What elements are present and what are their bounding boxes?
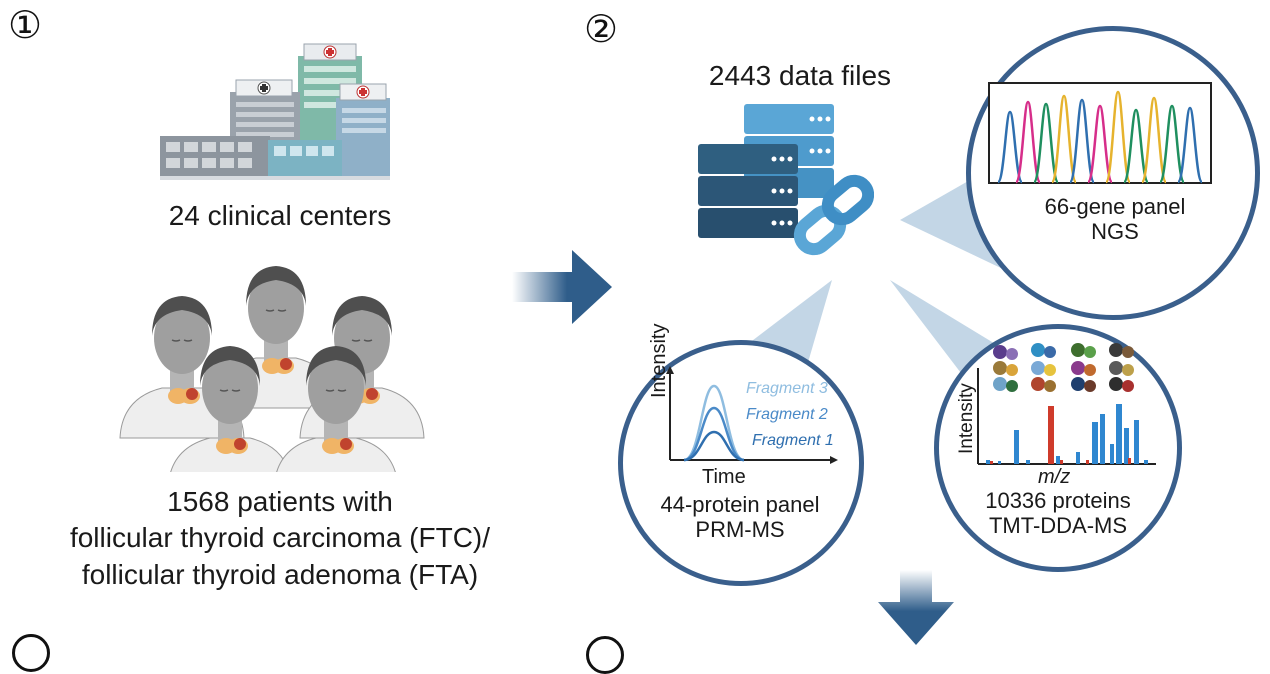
ngs-line-1: 66-gene panel bbox=[1044, 194, 1186, 219]
ngs-chromatogram bbox=[988, 82, 1212, 184]
prm-line-1: 44-protein panel bbox=[660, 492, 820, 517]
hospital-icon bbox=[160, 43, 390, 180]
data-server-icon bbox=[698, 104, 874, 256]
tmt-tags-icon bbox=[993, 343, 1134, 392]
server-front bbox=[698, 144, 798, 238]
step-2-number: ② bbox=[584, 7, 619, 51]
down-arrow-icon bbox=[878, 570, 954, 645]
patients-icon bbox=[119, 265, 425, 472]
tmt-line-2: TMT-DDA-MS bbox=[988, 513, 1128, 539]
fragment-1-label: Fragment 1 bbox=[752, 432, 834, 449]
data-files-label: 2443 data files bbox=[708, 60, 892, 91]
tmt-spectrum bbox=[977, 368, 1156, 465]
clinical-centers-label: 24 clinical centers bbox=[168, 200, 392, 231]
prm-chromatogram bbox=[666, 366, 838, 464]
patients-line-2: follicular thyroid carcinoma (FTC)/ bbox=[69, 522, 491, 554]
fragment-3-label: Fragment 3 bbox=[746, 380, 828, 397]
link-icon bbox=[793, 174, 874, 256]
step-4-number-partial bbox=[586, 636, 624, 674]
prm-ylabel: Intensity bbox=[648, 323, 670, 398]
tmt-xlabel: m/z bbox=[1038, 466, 1071, 488]
step-1-number: ① bbox=[8, 3, 43, 47]
fragment-2-label: Fragment 2 bbox=[746, 406, 828, 423]
patients-label: 1568 patients with follicular thyroid ca… bbox=[40, 484, 520, 593]
prm-xlabel: Time bbox=[702, 466, 746, 488]
patients-line-3: follicular thyroid adenoma (FTA) bbox=[81, 558, 479, 590]
step-3-number-partial bbox=[12, 634, 50, 672]
prm-label: 44-protein panel PRM-MS bbox=[660, 492, 820, 543]
tmt-label: 10336 proteins TMT-DDA-MS bbox=[978, 488, 1138, 539]
ngs-label: 66-gene panel NGS bbox=[1040, 194, 1190, 245]
prm-line-2: PRM-MS bbox=[695, 517, 785, 543]
prm-circle bbox=[618, 340, 864, 586]
right-arrow-icon bbox=[512, 250, 612, 324]
ngs-line-2: NGS bbox=[1091, 219, 1139, 245]
tmt-circle bbox=[934, 324, 1182, 572]
tmt-ylabel: Intensity bbox=[956, 383, 977, 454]
patients-line-1: 1568 patients with bbox=[167, 486, 393, 517]
tmt-line-1: 10336 proteins bbox=[985, 488, 1131, 513]
